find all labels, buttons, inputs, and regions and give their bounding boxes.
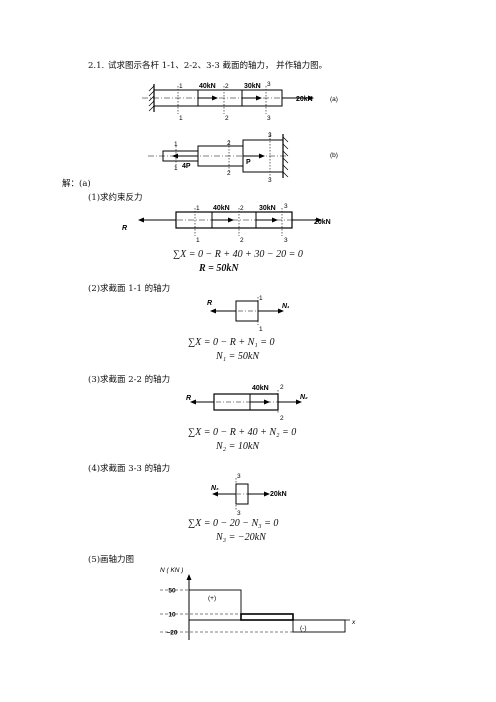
- fig-b-section-1b: 1: [174, 165, 178, 172]
- y-tick-label-3: −20: [166, 630, 177, 637]
- step1-figure: R 40kN 30kN 20kN 1 1 2 2 3 3: [122, 203, 331, 244]
- fig-b-section-3: 3: [268, 132, 272, 139]
- solution-heading: 解：(a): [62, 179, 91, 189]
- y-axis-label: N ( KN ): [160, 567, 183, 574]
- y-axis-arrow: [186, 574, 192, 580]
- fig-a-force-2: 30kN: [244, 83, 261, 90]
- force-segment-1: [188, 589, 242, 621]
- step1-eq1: ∑X = 0 − R + 40 + 30 − 20 = 0: [173, 249, 303, 260]
- step1-force-2: 30kN: [259, 205, 276, 212]
- step1-section-1b: 1: [196, 237, 200, 244]
- step4-n: N₃: [211, 485, 219, 492]
- y-tick-label-1: 50: [168, 588, 176, 595]
- step3-figure: R 40kN N₂ 2 2: [186, 384, 308, 422]
- figure-b: 4P P 1 1 2 2 3 3 (b): [148, 132, 338, 184]
- step1-section-2: 2: [240, 205, 244, 212]
- step3-n: N₂: [300, 394, 308, 401]
- step4-section-b: 3: [237, 510, 241, 517]
- fig-a-tag: (a): [330, 96, 338, 103]
- fig-a-section-2b: 2: [225, 115, 229, 122]
- fig-b-section-3b: 3: [268, 177, 272, 184]
- fig-b-section-2b: 2: [227, 170, 231, 177]
- step1-title: (1)求约束反力: [88, 193, 143, 203]
- step4-eq2: N₃ = −20kN: [216, 532, 266, 543]
- fig-a-section-1: 1: [179, 83, 183, 90]
- fig-b-force-2: P: [246, 159, 251, 166]
- step3-eq1: ∑X = 0 − R + 40 + N₂ = 0: [188, 427, 297, 438]
- fig-a-section-3: 3: [267, 81, 271, 88]
- step3-eq2: N₂ = 10kN: [216, 441, 260, 452]
- problem-statement: 试求图示各杆 1-1、2-2、3-3 截面的轴力， 并作轴力图。: [108, 61, 328, 71]
- y-tick-label-2: 10: [168, 612, 176, 619]
- negative-sign: (-): [300, 625, 307, 632]
- step4-section: 3: [237, 473, 241, 480]
- step1-force-3: 20kN: [314, 219, 331, 226]
- step2-eq2: N₁ = 50kN: [216, 351, 260, 362]
- x-axis-label: x: [351, 619, 356, 626]
- step4-force: 20kN: [270, 491, 287, 498]
- step2-n: N₁: [282, 303, 290, 310]
- step1-r: R: [122, 225, 127, 232]
- step3-title: (3)求截面 2-2 的轴力: [88, 375, 171, 385]
- fig-a-force-3: 20kN: [296, 96, 313, 103]
- positive-sign: (+): [208, 595, 216, 602]
- step1-section-3: 3: [284, 203, 288, 210]
- force-segment-3: [292, 619, 346, 633]
- fig-a-force-1: 40kN: [199, 83, 216, 90]
- step4-title: (4)求截面 3-3 的轴力: [88, 464, 171, 474]
- fig-a-section-3b: 3: [267, 115, 271, 122]
- step1-eq2: R = 50kN: [199, 263, 239, 274]
- step2-title: (2)求截面 1-1 的轴力: [88, 284, 171, 294]
- step3-section-b: 2: [280, 415, 284, 422]
- step1-force-1: 40kN: [213, 205, 230, 212]
- force-segment-2: [240, 613, 294, 621]
- step3-section: 2: [280, 384, 284, 391]
- problem-number: 2.1.: [88, 61, 105, 71]
- fig-b-section-1: 1: [174, 141, 178, 148]
- step1-section-2b: 2: [240, 237, 244, 244]
- step2-section: 1: [259, 295, 263, 302]
- step3-r: R: [186, 395, 191, 402]
- fig-b-tag: (b): [330, 152, 338, 159]
- step2-eq1: ∑X = 0 − R + N₁ = 0: [188, 337, 275, 348]
- step3-force: 40kN: [252, 385, 269, 392]
- fig-b-section-2: 2: [227, 140, 231, 147]
- fig-b-force-1: 4P: [182, 163, 191, 170]
- fig-a-section-2: 2: [225, 83, 229, 90]
- step2-r: R: [207, 300, 212, 307]
- step2-section-b: 1: [259, 326, 263, 333]
- step2-figure: R N₁ 1 1: [207, 295, 290, 333]
- step1-section-1: 1: [196, 205, 200, 212]
- step1-section-3b: 3: [284, 237, 288, 244]
- fig-a-section-1b: 1: [179, 115, 183, 122]
- step4-eq1: ∑X = 0 − 20 − N₃ = 0: [188, 518, 279, 529]
- step4-figure: N₃ 20kN 3 3: [211, 473, 287, 517]
- diagram-title: (5)画轴力图: [88, 555, 135, 565]
